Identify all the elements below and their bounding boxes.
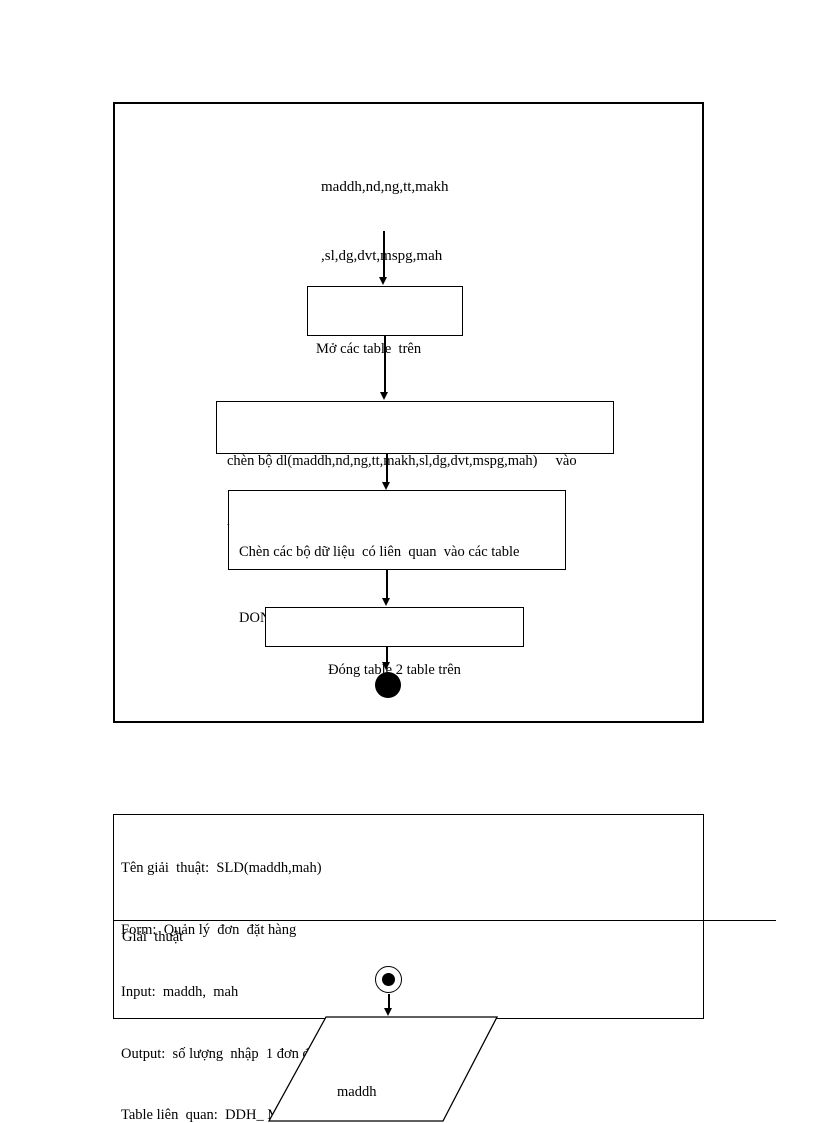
spec-line-ten-giai-thuat: Tên giải thuật: SLD(maddh,mah) xyxy=(121,860,322,877)
spec-line-input: Input: maddh, mah xyxy=(121,983,239,1000)
io-line-1: maddh xyxy=(337,1084,377,1100)
process-box-close-tables: Đóng table 2 table trên xyxy=(265,607,524,678)
flowchart-params-text: maddh,nd,ng,tt,makh ,sl,dg,dvt,mspg,mah xyxy=(321,130,449,314)
process-label: Đóng table 2 table trên xyxy=(328,662,461,678)
arrow-shaft xyxy=(386,570,388,598)
arrow-shaft xyxy=(386,454,388,482)
arrow-shaft xyxy=(383,231,385,277)
process-box-open-tables: Mở các table trên xyxy=(307,286,463,357)
arrow-head-icon xyxy=(384,1008,392,1016)
spec-table xyxy=(113,814,704,1019)
io-parallelogram-shape xyxy=(267,1016,499,1122)
arrow-head-icon xyxy=(382,598,390,606)
spec-info-lines: Tên giải thuật: SLD(maddh,mah) Form: Quả… xyxy=(121,817,352,1123)
io-params-text: maddh mah xyxy=(337,1035,376,1123)
initial-state-dot xyxy=(382,973,395,986)
final-state-icon xyxy=(375,672,401,698)
arrow-head-icon xyxy=(382,482,390,490)
process-label-line-1: chèn bộ dl(maddh,nd,ng,tt,makh,sl,dg,dvt… xyxy=(227,453,577,469)
params-line-2: ,sl,dg,dvt,mspg,mah xyxy=(321,248,443,264)
process-label: Mở các table trên xyxy=(316,341,422,357)
arrow-shaft xyxy=(386,647,388,662)
spec-line-form: Form: Quản lý đơn đặt hàng xyxy=(121,921,297,938)
arrow-head-icon xyxy=(379,277,387,285)
spec-section-label: Giải thuật xyxy=(122,929,184,945)
arrow-head-icon xyxy=(380,392,388,400)
spec-row-separator xyxy=(113,920,776,921)
process-box-insert-dondathang: chèn bộ dl(maddh,nd,ng,tt,makh,sl,dg,dvt… xyxy=(216,401,614,535)
initial-state-icon xyxy=(375,966,402,993)
arrow-shaft xyxy=(388,994,390,1008)
arrow-head-icon xyxy=(382,662,390,670)
arrow-shaft xyxy=(384,336,386,392)
params-line-1: maddh,nd,ng,tt,makh xyxy=(321,179,449,195)
process-label-line-1: Chèn các bộ dữ liệu có liên quan vào các… xyxy=(239,544,520,560)
io-parallelogram xyxy=(267,1016,499,1122)
process-box-insert-related-tables: Chèn các bộ dữ liệu có liên quan vào các… xyxy=(228,490,566,626)
